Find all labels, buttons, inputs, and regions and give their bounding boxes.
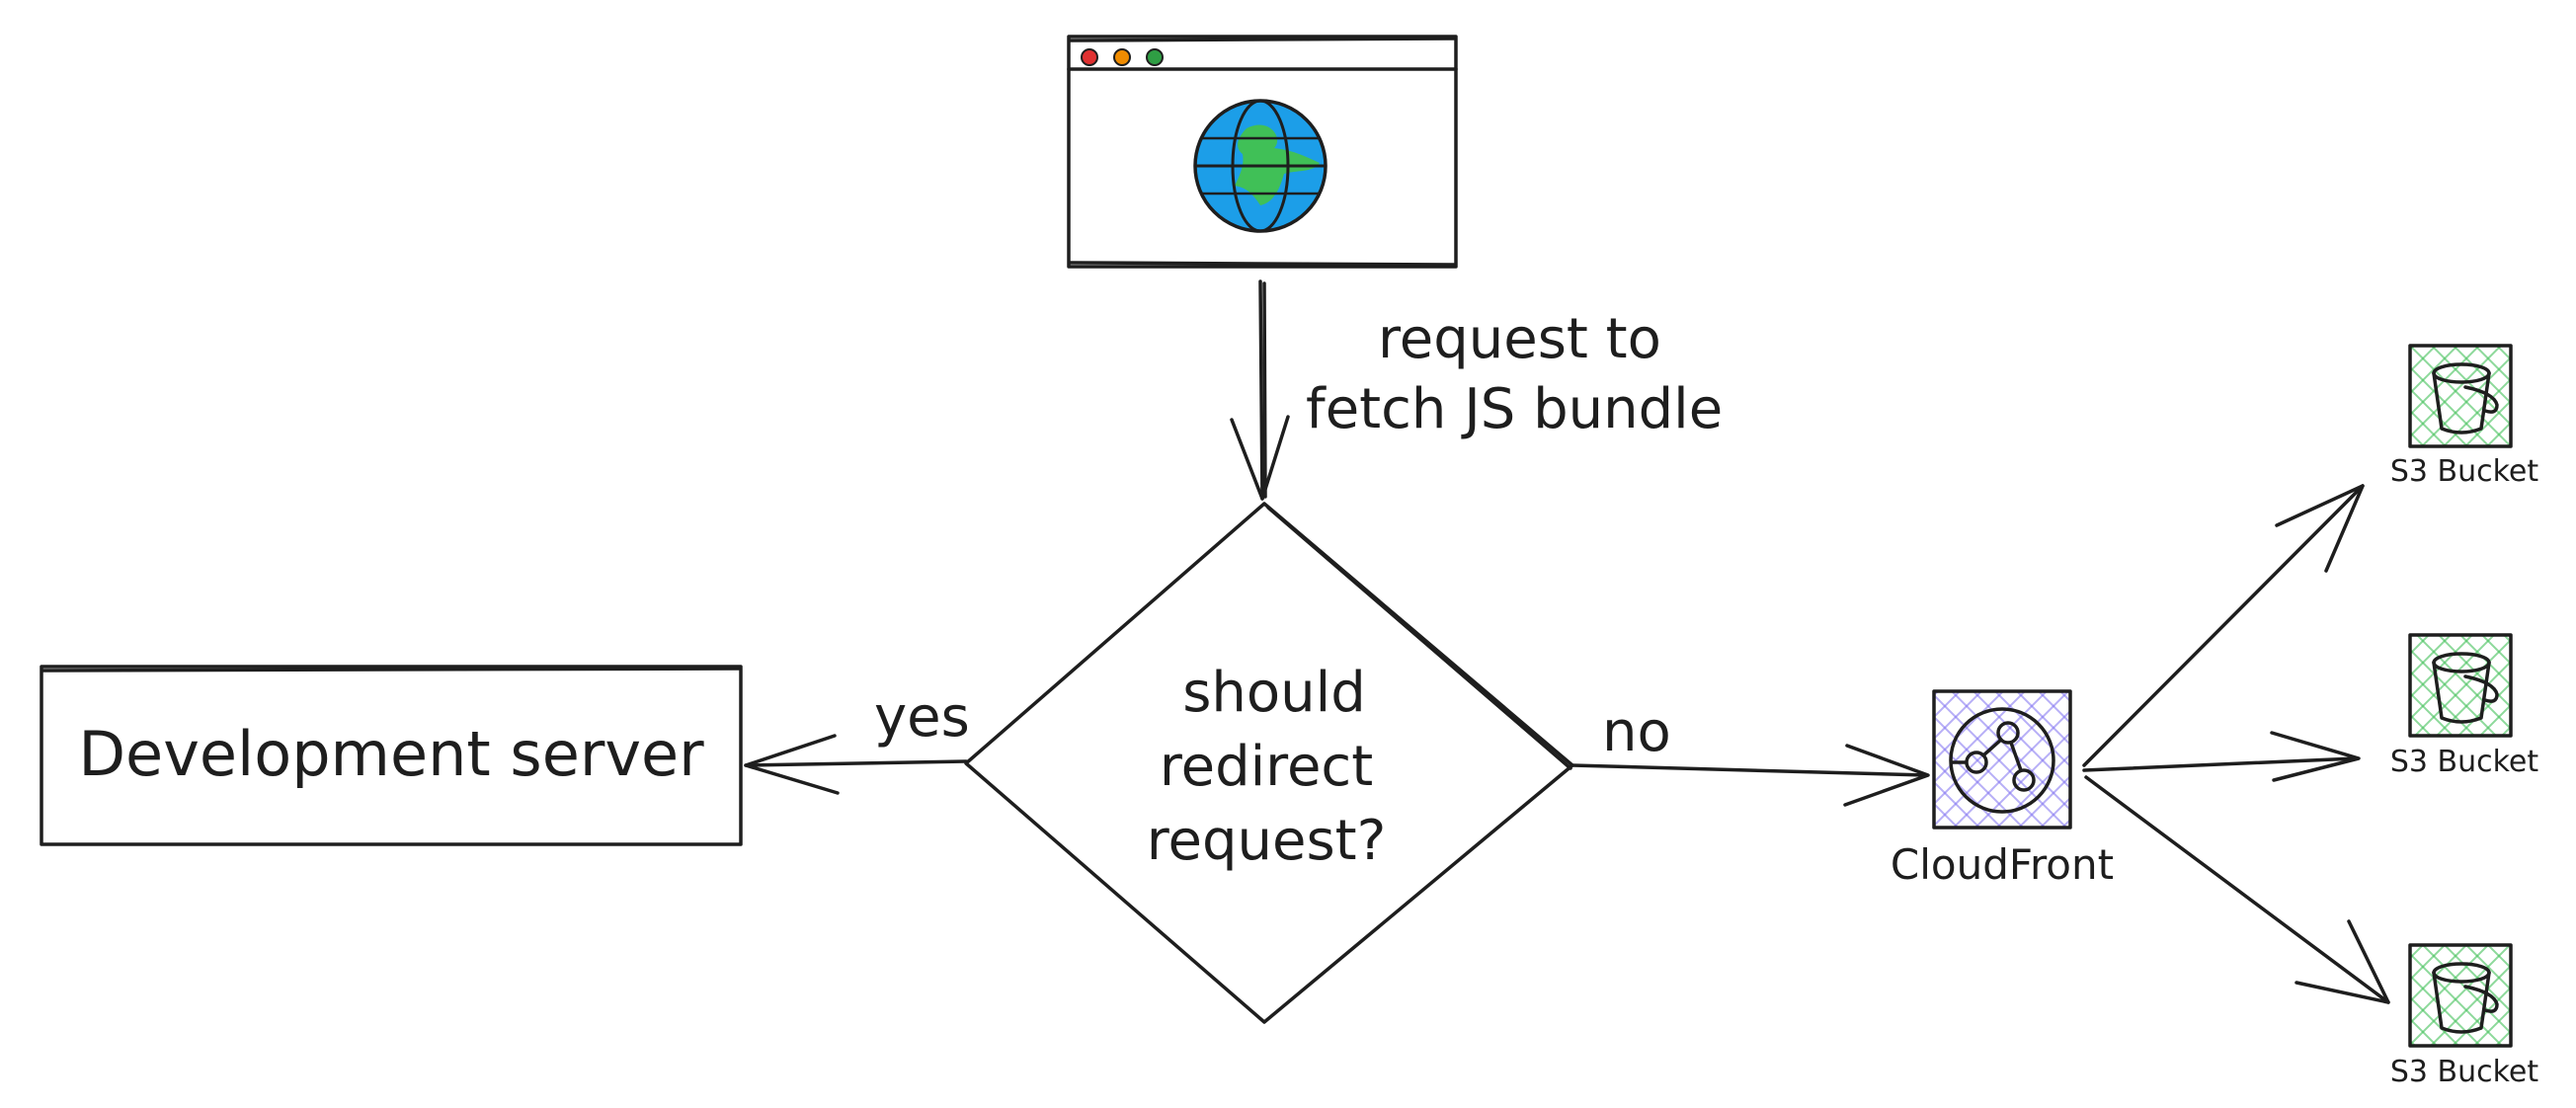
- cloudfront-label: CloudFront: [1891, 840, 2114, 889]
- s3-bucket-label-top: S3 Bucket: [2390, 454, 2539, 489]
- s3-bucket-icon: [2408, 344, 2513, 448]
- s3-bucket-icon: [2408, 943, 2513, 1048]
- browser-window: [1067, 35, 1458, 269]
- arrow-cloudfront-to-s3-top: [2082, 484, 2365, 767]
- window-maximize-dot: [1146, 48, 1164, 66]
- edge-label-yes: yes: [874, 685, 970, 750]
- decision-diamond: [964, 502, 1574, 1024]
- cloudfront-icon: [1932, 689, 2072, 830]
- development-server-box: [40, 665, 743, 846]
- globe-icon: [1193, 99, 1328, 233]
- arrow-decision-to-dev-server: [744, 734, 968, 795]
- arrow-cloudfront-to-s3-middle: [2082, 731, 2361, 782]
- edge-label-no: no: [1602, 700, 1671, 764]
- s3-bucket-label-bottom: S3 Bucket: [2390, 1055, 2539, 1089]
- arrow-browser-to-decision: [1230, 279, 1290, 501]
- window-close-dot: [1081, 48, 1098, 66]
- decision-text-line3: request?: [1147, 809, 1387, 873]
- edge-label-request-line1: request to: [1378, 307, 1661, 371]
- s3-bucket-icon: [2408, 633, 2513, 738]
- development-server-label: Development server: [78, 718, 704, 790]
- edge-label-request-line2: fetch JS bundle: [1306, 377, 1723, 441]
- decision-text-line1: should: [1182, 661, 1366, 725]
- window-minimize-dot: [1113, 48, 1131, 66]
- arrow-cloudfront-to-s3-bottom: [2084, 775, 2390, 1004]
- arrow-decision-to-cloudfront: [1570, 744, 1930, 807]
- s3-bucket-label-middle: S3 Bucket: [2390, 745, 2539, 779]
- decision-text-line2: redirect: [1160, 735, 1373, 799]
